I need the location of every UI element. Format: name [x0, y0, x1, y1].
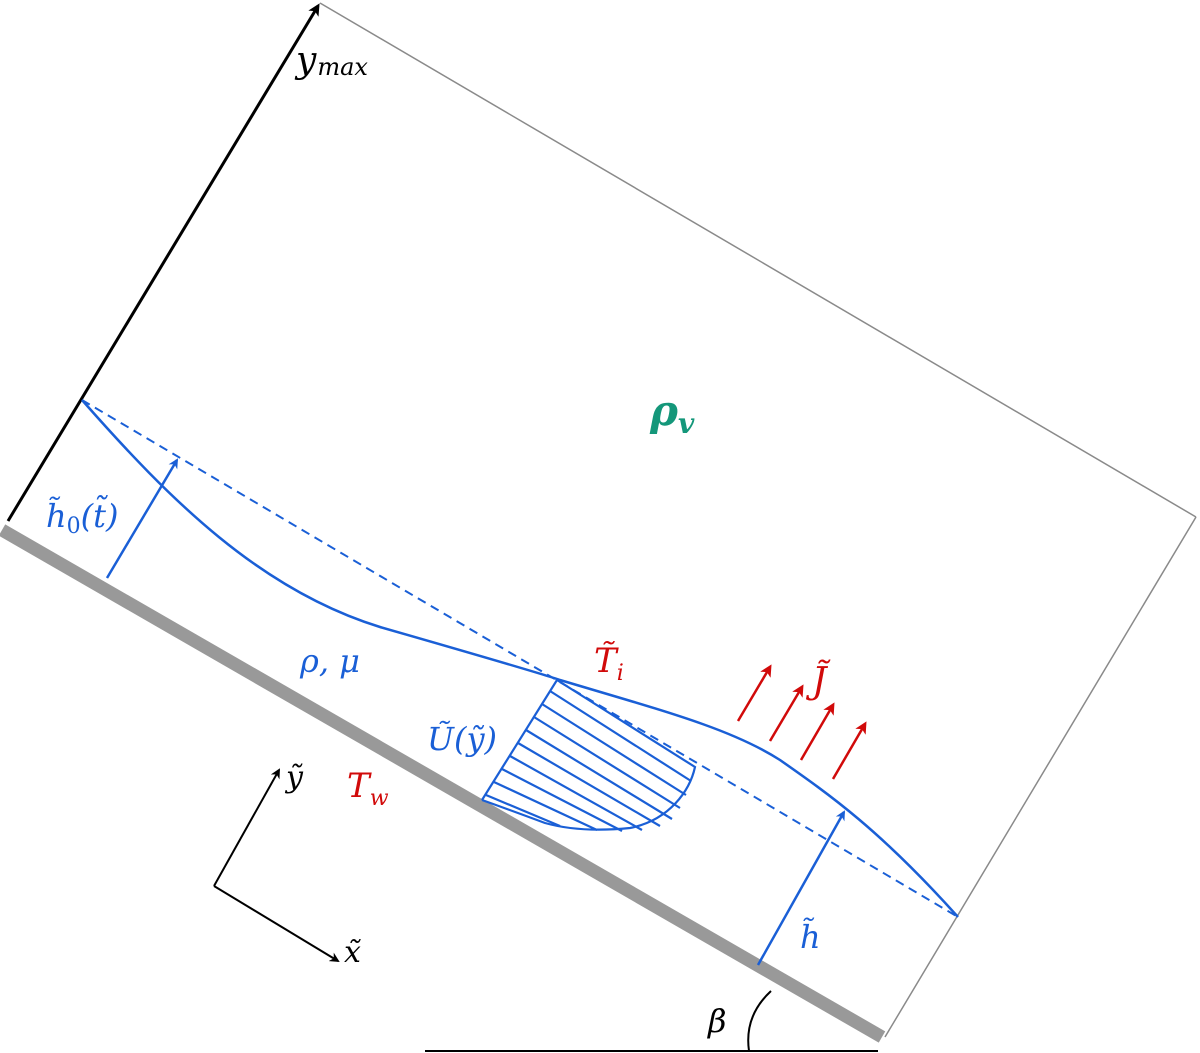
- frame-right-edge: [884, 516, 1197, 1038]
- Ti-label: T̃i: [594, 641, 624, 686]
- ymax-label: ymax: [294, 40, 368, 81]
- flux-arrow-2: [768, 684, 804, 742]
- rho-mu-label: ρ, μ: [299, 642, 360, 680]
- flux-arrow-4: [831, 721, 867, 780]
- rho-v-label: ρv: [649, 386, 695, 440]
- velocity-profile: [481, 679, 697, 832]
- film-interface-curve: [81, 399, 959, 918]
- U-label: Ũ(ỹ): [427, 720, 497, 758]
- x-tilde-axis-arrow: [213, 885, 340, 963]
- beta-label: β: [707, 1002, 727, 1040]
- h-arrow: [756, 810, 846, 966]
- y-tilde-axis-arrow: [213, 768, 280, 887]
- Tw-label: Tw: [347, 766, 389, 811]
- inclined-wall: [0, 524, 886, 1043]
- flux-arrow-1: [736, 664, 772, 722]
- x-tilde-label: x̃: [344, 935, 362, 970]
- h0-label: h̃0(t̃): [46, 496, 118, 539]
- flat-film-dashed-line: [81, 399, 959, 918]
- flux-arrow-3: [799, 702, 835, 761]
- h0-arrow: [105, 458, 179, 579]
- y-tilde-label: ỹ: [284, 760, 304, 795]
- J-label: J̃: [805, 660, 832, 702]
- h-label: h̃: [800, 918, 821, 956]
- beta-angle-arc: [747, 990, 772, 1052]
- ymax-axis-arrow: [6, 3, 320, 522]
- frame-top-edge: [319, 2, 1197, 518]
